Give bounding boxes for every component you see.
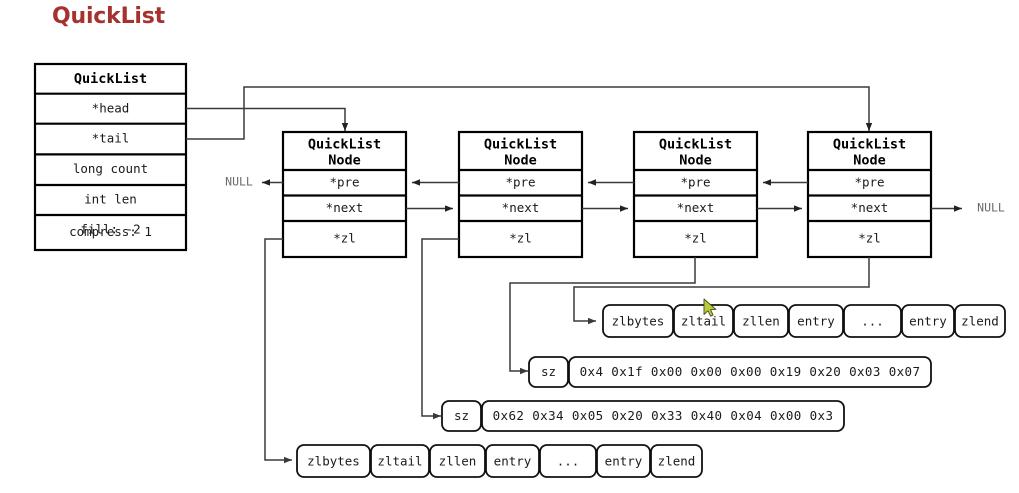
node-3-field-pre: *pre	[680, 175, 710, 190]
mouse-cursor	[703, 298, 717, 317]
node2-zl-connector	[421, 238, 459, 420]
ziplist-bottom-cell-entry-1: entry	[494, 454, 532, 469]
byte-row-lower-size-label: sz	[454, 408, 469, 423]
node4-zl-connector	[573, 257, 870, 325]
ziplist-top-cell-zllen: zllen	[742, 314, 780, 329]
byte-row-lower: sz 0x62 0x34 0x05 0x20 0x33 0x40 0x04 0x…	[441, 400, 845, 432]
ziplist-top: zlbytes zltail zllen entry ... entry zle…	[602, 304, 1006, 338]
node1-zl-connector	[264, 238, 292, 464]
node-1-field-zl: *zl	[333, 231, 356, 246]
ziplist-top-cell-zltail: zltail	[681, 314, 726, 329]
quicklist-field-len: int len	[84, 192, 137, 207]
ziplist-top-cell-entry-2: entry	[909, 314, 947, 329]
node-4-field-next: *next	[851, 200, 889, 215]
ziplist-top-cell-zlbytes: zlbytes	[612, 314, 665, 329]
node-2-header-line1: QuickList	[484, 137, 557, 153]
quicklist-node-1: QuickList Node *pre *next *zl	[281, 130, 408, 259]
node-2-field-next: *next	[502, 200, 540, 215]
node-4-field-pre: *pre	[854, 175, 884, 190]
ziplist-bottom-cell-ellipsis: ...	[557, 454, 580, 469]
null-label-right: NULL	[977, 201, 1005, 215]
quicklist-struct-header: QuickList	[74, 71, 147, 87]
byte-row-upper-bytes: 0x4 0x1f 0x00 0x00 0x00 0x19 0x20 0x03 0…	[580, 364, 921, 379]
quicklist-node-4: QuickList Node *pre *next *zl	[806, 130, 933, 259]
head-pointer-connector	[186, 107, 349, 131]
ziplist-bottom-cell-zlbytes: zlbytes	[307, 454, 360, 469]
ziplist-top-cell-ellipsis: ...	[861, 314, 884, 329]
byte-row-upper-size-label: sz	[541, 364, 556, 379]
ziplist-bottom-cell-entry-2: entry	[605, 454, 643, 469]
node-3-header-line2: Node	[679, 153, 712, 169]
node-4-field-zl: *zl	[858, 231, 881, 246]
ziplist-bottom-cell-zlend: zlend	[658, 454, 696, 469]
node-4-header-line2: Node	[853, 153, 886, 169]
ziplist-bottom-cell-zllen: zllen	[439, 454, 477, 469]
quicklist-node-3: QuickList Node *pre *next *zl	[632, 130, 759, 259]
quicklist-field-count: long count	[73, 161, 148, 176]
node-2-header-line2: Node	[504, 153, 537, 169]
byte-row-lower-bytes: 0x62 0x34 0x05 0x20 0x33 0x40 0x04 0x00 …	[493, 408, 834, 423]
ziplist-top-cell-zlend: zlend	[961, 314, 999, 329]
quicklist-field-compress: compress: 1	[69, 224, 152, 239]
node-3-field-next: *next	[677, 200, 715, 215]
quicklist-field-fill: fill: -2	[80, 222, 140, 237]
node-1-header-line2: Node	[328, 153, 361, 169]
ziplist-top-cell-entry-1: entry	[797, 314, 835, 329]
quicklist-field-tail: *tail	[92, 131, 130, 146]
node3-zl-connector	[509, 257, 696, 375]
tail-pointer-connector	[186, 86, 873, 140]
node-2-field-pre: *pre	[505, 175, 535, 190]
quicklist-struct-box: QuickList *head *tail long count int len…	[33, 62, 188, 252]
node-3-header-line1: QuickList	[659, 137, 732, 153]
node-4-header-line1: QuickList	[833, 137, 906, 153]
node-1-field-next: *next	[326, 200, 364, 215]
node-1-header-line1: QuickList	[308, 137, 381, 153]
quicklist-node-2: QuickList Node *pre *next *zl	[457, 130, 584, 259]
quicklist-field-head: *head	[92, 101, 130, 116]
node-3-field-zl: *zl	[684, 231, 707, 246]
node-2-field-zl: *zl	[509, 231, 532, 246]
node-1-field-pre: *pre	[329, 175, 359, 190]
ziplist-bottom: zlbytes zltail zllen entry ... entry zle…	[296, 444, 703, 478]
byte-row-upper: sz 0x4 0x1f 0x00 0x00 0x00 0x19 0x20 0x0…	[528, 356, 932, 388]
page-title: QuickList	[52, 4, 165, 29]
ziplist-bottom-cell-zltail: zltail	[377, 454, 422, 469]
null-label-left: NULL	[225, 175, 253, 189]
